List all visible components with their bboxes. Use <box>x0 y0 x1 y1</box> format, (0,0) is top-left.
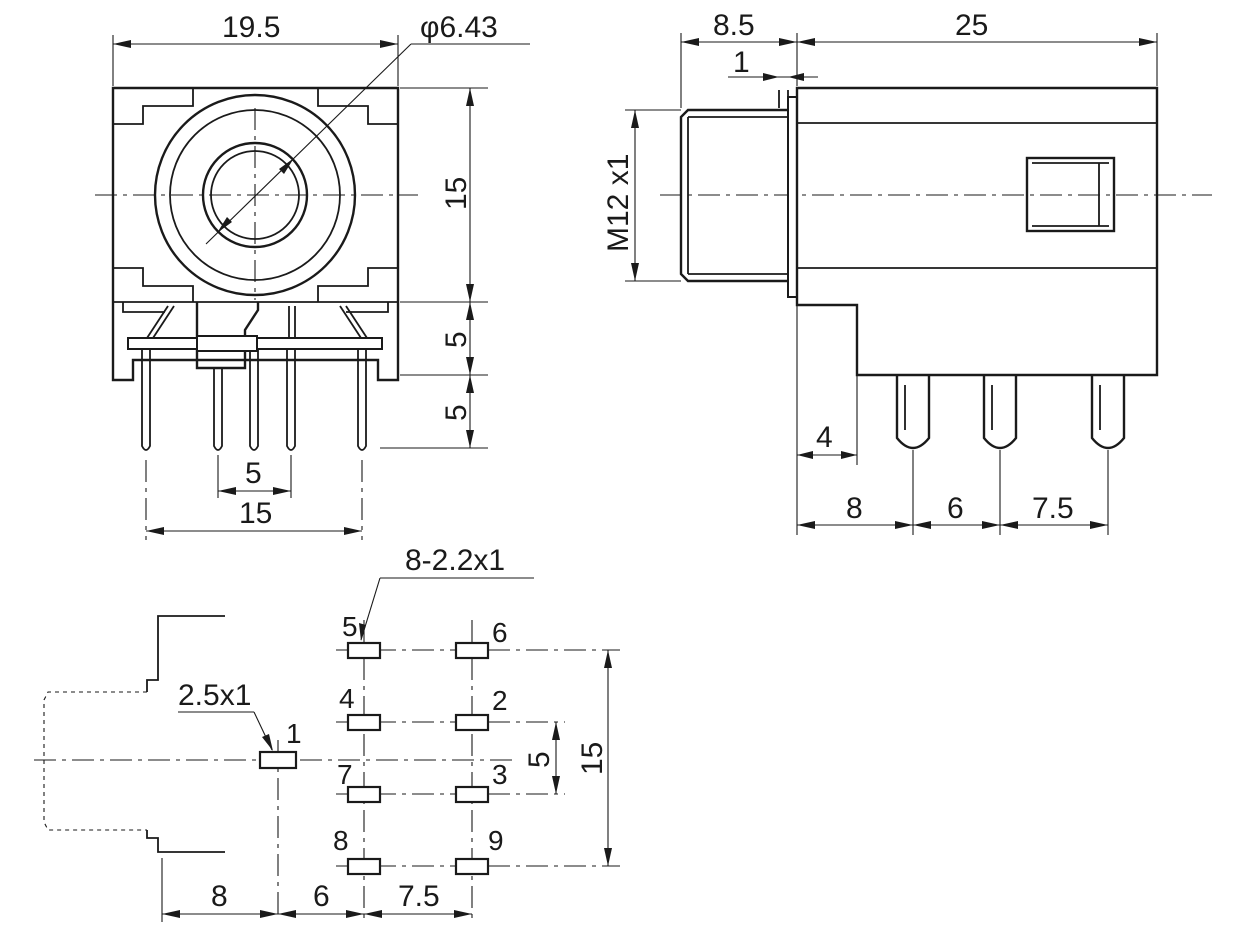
height-dimensions: 15 5 5 <box>380 87 488 449</box>
width-dimension: 19.5 <box>112 11 399 86</box>
side-pin <box>982 375 1018 450</box>
side-top-dimensions: 8.5 25 1 <box>680 9 1158 108</box>
thread-length-label: 8.5 <box>713 9 755 42</box>
pin-number-7: 7 <box>337 759 353 790</box>
front-pin <box>249 350 259 451</box>
pin-number-8: 8 <box>333 825 349 856</box>
bore-diameter-label: φ6.43 <box>420 11 498 44</box>
pin-span-label: 15 <box>239 497 272 530</box>
pad-6 <box>454 641 490 660</box>
pin-offset-dimension: 4 <box>796 305 858 535</box>
pin-number-2: 2 <box>492 685 508 716</box>
col-gap-3-label: 7.5 <box>398 880 440 913</box>
pad-9 <box>454 857 490 876</box>
body-height-label: 15 <box>440 177 473 210</box>
footprint-column-dimensions: 8 6 7.5 <box>161 858 472 922</box>
front-view: 19.5 φ6.43 15 5 5 <box>95 11 530 540</box>
row-span-label: 15 <box>576 742 609 775</box>
pin-number-1: 1 <box>286 718 302 749</box>
pad-8 <box>346 857 382 876</box>
bore-diameter-dimension: φ6.43 <box>205 11 530 245</box>
pcb-footprint: 1 5 6 4 2 7 3 8 9 8-2.2x1 2.5x1 5 <box>34 544 620 922</box>
pin-offset-label: 4 <box>816 421 833 454</box>
front-pin <box>213 368 223 451</box>
side-bottom-dimensions: 8 6 7.5 <box>797 450 1109 535</box>
pin-number-5: 5 <box>342 611 358 642</box>
col-gap-2-label: 6 <box>313 880 330 913</box>
pad-4 <box>346 713 382 732</box>
ground-pad-callout: 2.5x1 <box>178 679 273 751</box>
col-gap-1-label: 8 <box>211 880 228 913</box>
pad-spec-label: 8-2.2x1 <box>405 544 505 577</box>
pin-spacing-label: 5 <box>245 457 262 490</box>
ground-pad-label: 2.5x1 <box>178 679 251 712</box>
pin-gap-1-label: 8 <box>846 492 863 525</box>
pin-step-label-2: 5 <box>440 404 473 421</box>
pad-spec-callout: 8-2.2x1 <box>359 544 534 641</box>
pad-2 <box>454 713 490 732</box>
side-pin <box>895 375 931 450</box>
pin-gap-2-label: 6 <box>947 492 964 525</box>
width-label: 19.5 <box>222 11 280 44</box>
pin-span-dimension: 15 <box>146 497 362 535</box>
body-length-label: 25 <box>955 9 988 42</box>
pin-spacing-dimension: 5 <box>217 455 292 498</box>
pin-number-6: 6 <box>492 617 508 648</box>
side-pin <box>1090 375 1126 450</box>
thread-label: M12 x1 <box>602 154 635 252</box>
front-pin <box>141 350 151 451</box>
flange-label: 1 <box>733 46 750 79</box>
pin-step-label-1: 5 <box>440 331 473 348</box>
thread-dimension: M12 x1 <box>602 109 681 282</box>
pin-gap-3-label: 7.5 <box>1032 492 1074 525</box>
pin-number-9: 9 <box>488 825 504 856</box>
front-pin <box>286 350 296 451</box>
row-pitch-label: 5 <box>523 751 556 768</box>
side-view: 8.5 25 1 M12 x1 4 <box>602 9 1212 535</box>
pad-3 <box>454 785 490 804</box>
pad-7 <box>346 785 382 804</box>
front-pin <box>357 350 367 451</box>
footprint-row-dimensions: 5 15 <box>523 650 612 866</box>
pin-number-3: 3 <box>492 759 508 790</box>
pad-5 <box>346 641 382 660</box>
pin-number-4: 4 <box>339 683 355 714</box>
pad-1 <box>258 750 298 770</box>
